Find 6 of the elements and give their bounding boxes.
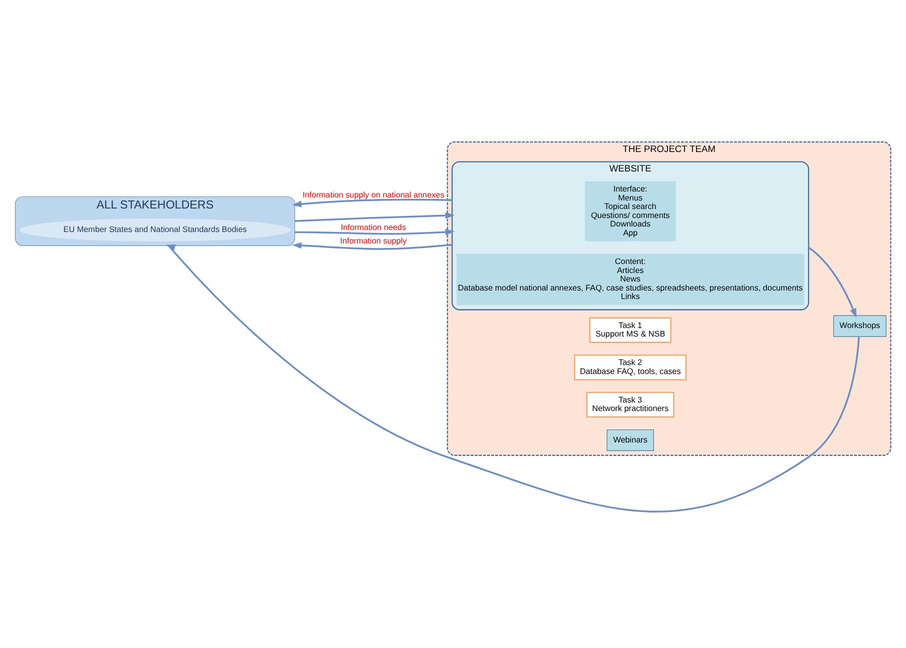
arrow <box>292 242 452 250</box>
arrow <box>166 244 860 512</box>
arrow <box>294 212 455 222</box>
arrow <box>292 198 452 207</box>
arrow <box>808 246 857 318</box>
arrow <box>294 228 455 235</box>
